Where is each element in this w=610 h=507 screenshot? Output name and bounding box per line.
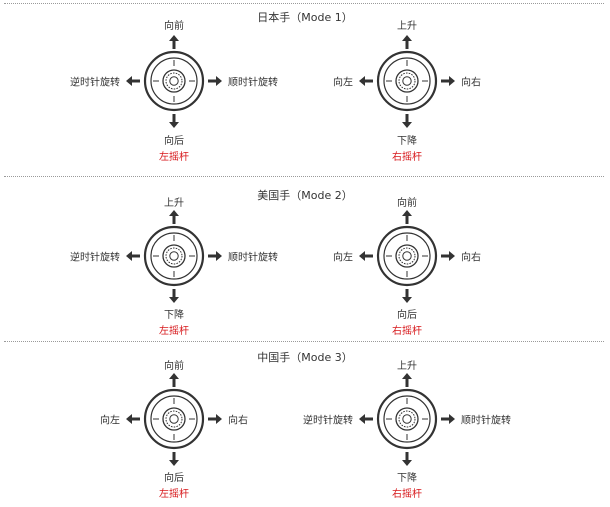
arrow-left-icon [126, 76, 140, 86]
arrow-right-icon [208, 251, 222, 261]
stick-left-label: 向左 [333, 77, 353, 89]
joystick-cap-center [402, 251, 412, 261]
arrow-up-icon [169, 35, 179, 49]
stick-up-label: 上升 [397, 361, 417, 372]
stick-up-label: 上升 [164, 198, 184, 209]
arrow-down-icon [402, 289, 412, 303]
joystick-icon [143, 50, 205, 112]
joystick-cap-grip [165, 247, 183, 265]
stick-name-label: 右摇杆 [392, 326, 422, 337]
stick-down-label: 向后 [164, 473, 184, 484]
arrow-right-icon [441, 251, 455, 261]
stick-up-label: 向前 [397, 198, 417, 209]
stick-right-label: 顺时针旋转 [461, 415, 511, 427]
joystick-cap-center [169, 251, 179, 261]
arrow-down-icon [402, 114, 412, 128]
stick-down-label: 下降 [397, 136, 417, 147]
stick-up-label: 向前 [164, 21, 184, 32]
arrow-up-icon [169, 373, 179, 387]
arrow-left-icon [359, 414, 373, 424]
arrow-up-icon [402, 210, 412, 224]
stick-right-label: 向右 [461, 77, 481, 89]
joystick-outer-ring [143, 388, 205, 450]
arrow-down-icon [169, 114, 179, 128]
stick-name-label: 左摇杆 [159, 489, 189, 500]
arrow-down-icon [169, 452, 179, 466]
stick-name-label: 左摇杆 [159, 152, 189, 163]
joystick-outer-ring [143, 50, 205, 112]
joystick-icon [143, 225, 205, 287]
arrow-right-icon [441, 76, 455, 86]
mode-title: 美国手（Mode 2） [257, 189, 353, 202]
joystick-icon [376, 225, 438, 287]
stick-left-label: 向左 [100, 415, 120, 427]
stick-name-label: 右摇杆 [392, 489, 422, 500]
joystick-cap-center [169, 76, 179, 86]
arrow-down-icon [402, 452, 412, 466]
joystick-cap-grip [165, 410, 183, 428]
joystick-outer-ring [143, 225, 205, 287]
joystick-cap-grip [398, 72, 416, 90]
stick-down-label: 向后 [397, 310, 417, 321]
stick-left-label: 逆时针旋转 [303, 415, 353, 427]
joystick-icon [376, 388, 438, 450]
arrow-left-icon [359, 76, 373, 86]
stick-down-label: 向后 [164, 136, 184, 147]
joystick-cap-grip [165, 72, 183, 90]
arrow-up-icon [402, 35, 412, 49]
joystick-cap-center [402, 414, 412, 424]
joystick-cap-center [169, 414, 179, 424]
joystick-icon [376, 50, 438, 112]
stick-right-label: 向右 [228, 415, 248, 427]
stick-up-label: 上升 [397, 21, 417, 32]
joystick-cap-center [402, 76, 412, 86]
stick-down-label: 下降 [397, 473, 417, 484]
stick-down-label: 下降 [164, 310, 184, 321]
arrow-up-icon [402, 373, 412, 387]
arrow-down-icon [169, 289, 179, 303]
stick-up-label: 向前 [164, 361, 184, 372]
arrow-left-icon [126, 251, 140, 261]
arrow-left-icon [126, 414, 140, 424]
mode-title: 中国手（Mode 3） [257, 351, 353, 364]
stick-right-label: 顺时针旋转 [228, 77, 278, 89]
arrow-right-icon [208, 76, 222, 86]
arrow-right-icon [208, 414, 222, 424]
arrow-left-icon [359, 251, 373, 261]
arrow-up-icon [169, 210, 179, 224]
stick-left-label: 逆时针旋转 [70, 77, 120, 89]
stick-right-label: 顺时针旋转 [228, 252, 278, 264]
joystick-cap-grip [398, 247, 416, 265]
stick-name-label: 左摇杆 [159, 326, 189, 337]
joystick-icon [143, 388, 205, 450]
joystick-outer-ring [376, 50, 438, 112]
joystick-cap-grip [398, 410, 416, 428]
joystick-outer-ring [376, 388, 438, 450]
stick-name-label: 右摇杆 [392, 152, 422, 163]
section-divider [4, 176, 604, 177]
mode-title: 日本手（Mode 1） [257, 11, 353, 24]
stick-left-label: 向左 [333, 252, 353, 264]
section-divider [4, 341, 604, 342]
stick-left-label: 逆时针旋转 [70, 252, 120, 264]
stick-right-label: 向右 [461, 252, 481, 264]
joystick-outer-ring [376, 225, 438, 287]
section-divider [4, 3, 604, 4]
arrow-right-icon [441, 414, 455, 424]
